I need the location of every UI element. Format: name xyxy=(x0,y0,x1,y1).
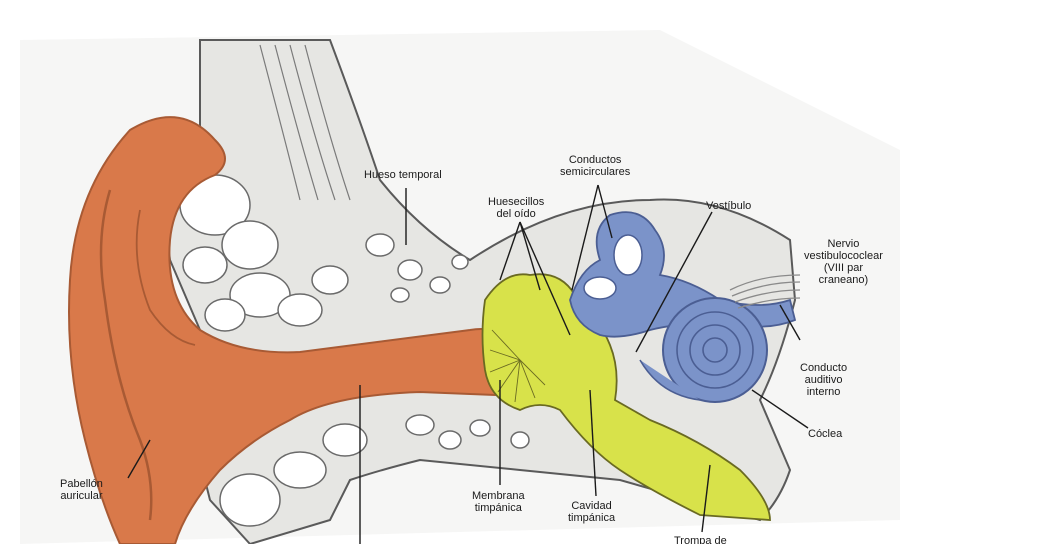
tympanic-membrane-fan xyxy=(489,329,546,403)
lower-bone-cells xyxy=(219,414,530,527)
label-huesecillos: Huesecillos del oído xyxy=(488,196,545,220)
label-cavidad-timpanica: Cavidad timpánica xyxy=(568,500,616,524)
label-nervio-vestibulococlear: Nervio vestibulococlear (VIII par cranea… xyxy=(804,238,883,286)
mastoid-air-cells xyxy=(179,174,469,332)
concha-shadow xyxy=(135,209,196,346)
label-membrana-timpanica: Membrana timpánica xyxy=(472,490,525,514)
label-conducto-auditivo-interno: Conducto auditivo interno xyxy=(800,362,848,398)
label-trompa: Trompa de xyxy=(674,535,727,544)
label-hueso-temporal: Hueso temporal xyxy=(364,169,442,181)
leader-lines xyxy=(127,184,809,544)
auricle xyxy=(68,116,508,544)
vestibulocochlear-nerve xyxy=(729,274,801,309)
cochlea-spiral xyxy=(639,297,768,403)
antihelix-fold xyxy=(99,189,153,521)
bone-striations xyxy=(259,44,351,201)
label-pabellon-auricular: Pabellón auricular xyxy=(60,478,103,502)
label-vestibulo: Vestíbulo xyxy=(706,200,752,212)
semicircular-canal-loops xyxy=(583,234,643,300)
label-conductos-semicirculares: Conductos semicirculares xyxy=(560,154,631,178)
label-coclea: Cóclea xyxy=(808,428,843,440)
